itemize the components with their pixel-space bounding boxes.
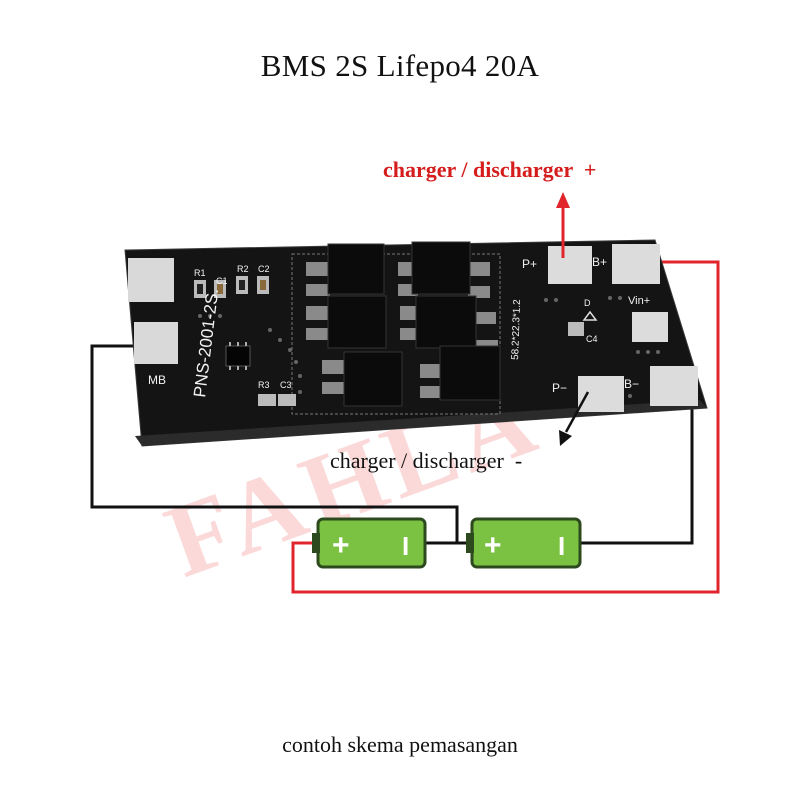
pad-label-b-plus: B+ [592, 255, 607, 269]
pad-b-plus [612, 244, 660, 284]
b-minus-wire [580, 405, 694, 545]
label-c3: C3 [280, 380, 292, 390]
board-size-label: 58.2*22.3*1.2 [510, 299, 523, 360]
label-r2: R2 [237, 264, 249, 274]
label-d: D [584, 298, 591, 308]
pad-mb [134, 322, 178, 364]
pad-label-b-minus: B− [624, 377, 639, 391]
diagram-title: BMS 2S Lifepo4 20A [260, 48, 540, 83]
pad-label-mb: MB [148, 373, 166, 387]
charge-minus-label: charger / discharger - [330, 448, 523, 473]
battery-1-plus: + [332, 529, 350, 562]
label-r1: R1 [194, 268, 206, 278]
capacitor-c4 [568, 322, 584, 336]
mb-wire [90, 344, 459, 543]
label-c1: C1 [216, 276, 228, 286]
pad-top-left [128, 258, 174, 302]
resistor-r3 [258, 394, 276, 406]
capacitor-c3 [278, 394, 296, 406]
battery-2: + I [466, 517, 582, 569]
label-r3: R3 [258, 380, 270, 390]
battery-1-minus: I [402, 531, 409, 561]
label-c4: C4 [586, 334, 598, 344]
pad-label-p-minus: P− [552, 381, 567, 395]
battery-2-minus: I [558, 531, 565, 561]
battery-2-plus: + [484, 529, 502, 562]
charge-minus-arrowhead [559, 430, 572, 446]
charge-minus-arrow-line [564, 391, 590, 433]
caption: contoh skema pemasangan [282, 732, 518, 757]
pad-p-plus [548, 246, 592, 284]
pad-p-minus [578, 376, 624, 412]
positive-wire [291, 260, 720, 594]
diode-symbol [582, 310, 598, 321]
pad-label-vin-plus: Vin+ [628, 295, 650, 307]
control-ic [225, 345, 251, 367]
charge-plus-label: charger / discharger + [383, 157, 597, 182]
mosfet-group [306, 241, 501, 407]
battery-1: + I [312, 517, 427, 569]
pad-b-minus [650, 366, 698, 406]
charge-plus-arrowhead [556, 192, 570, 208]
pad-vin-plus [632, 312, 668, 342]
pad-label-p-plus: P+ [522, 257, 537, 271]
label-c2: C2 [258, 264, 270, 274]
